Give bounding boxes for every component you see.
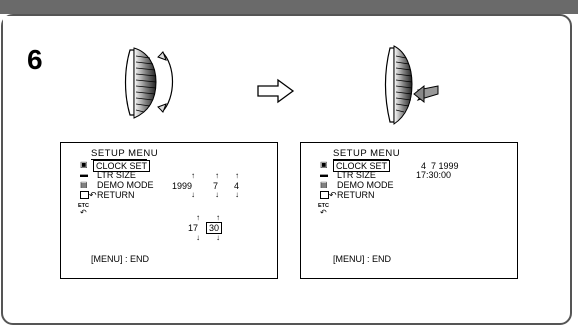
day-down-arrow-icon: ↓ [235, 190, 239, 199]
minute-up-arrow-icon: ↑ [216, 213, 220, 222]
menu-end-hint: [MENU] : END [91, 254, 150, 264]
return-icon: ↶ [320, 208, 327, 217]
return-arrow-icon: ↶ [329, 190, 337, 200]
etc-label: ETC [318, 203, 329, 209]
tape-icon: ▤ [80, 180, 88, 189]
return-icon: ↶ [80, 208, 87, 217]
menu-item-ltr-size: LTR SIZE [97, 170, 136, 180]
menu-end-hint: [MENU] : END [333, 254, 392, 264]
date-day: 4 [234, 181, 240, 191]
clock-time-value: 17:30:00 [416, 170, 452, 180]
step-tab: 6 [3, 16, 63, 74]
dial-rotate-icon [124, 47, 173, 119]
top-bar [0, 0, 578, 14]
lcd-screen-left: SETUP MENU ▣ ▬ ▤ ETC ↶ CLOCK SET LTR SIZ… [60, 142, 278, 279]
tape-icon: ▤ [320, 180, 328, 189]
time-hour: 17 [188, 223, 199, 233]
clock-date-value: 4 7 1999 [421, 161, 459, 171]
date-year: 1999 [172, 181, 193, 191]
etc-label: ETC [78, 203, 89, 209]
camera-icon: ▣ [320, 160, 328, 169]
menu-item-demo-mode: DEMO MODE [337, 180, 394, 190]
minute-down-arrow-icon: ↓ [216, 233, 220, 242]
day-up-arrow-icon: ↑ [235, 171, 239, 180]
time-minute: 30 [206, 222, 223, 234]
dial-press-icon [384, 45, 439, 125]
camcorder-icon: ▬ [80, 170, 88, 179]
menu-title: SETUP MENU [91, 148, 159, 159]
return-arrow-icon: ↶ [89, 190, 97, 200]
year-up-arrow-icon: ↑ [191, 171, 195, 180]
menu-item-return: RETURN [337, 190, 375, 200]
camera-icon: ▣ [80, 160, 88, 169]
right-outline-arrow-icon [257, 78, 295, 104]
lcd-screen-right: SETUP MENU ▣ ▬ ▤ ETC ↶ CLOCK SET 4 7 199… [300, 142, 518, 279]
menu-item-ltr-size: LTR SIZE [337, 170, 376, 180]
year-down-arrow-icon: ↓ [191, 190, 195, 199]
month-down-arrow-icon: ↓ [215, 190, 219, 199]
menu-item-return: RETURN [97, 190, 135, 200]
display-icon [320, 191, 329, 199]
camcorder-icon: ▬ [320, 170, 328, 179]
menu-item-clock-set: CLOCK SET [333, 160, 391, 172]
step-number: 6 [27, 44, 43, 75]
menu-item-demo-mode: DEMO MODE [97, 180, 154, 190]
month-up-arrow-icon: ↑ [215, 171, 219, 180]
menu-title: SETUP MENU [333, 148, 401, 159]
menu-item-clock-set: CLOCK SET [93, 160, 151, 172]
display-icon [80, 191, 89, 199]
hour-up-arrow-icon: ↑ [196, 213, 200, 222]
hour-down-arrow-icon: ↓ [196, 233, 200, 242]
date-month: 7 [213, 181, 219, 191]
